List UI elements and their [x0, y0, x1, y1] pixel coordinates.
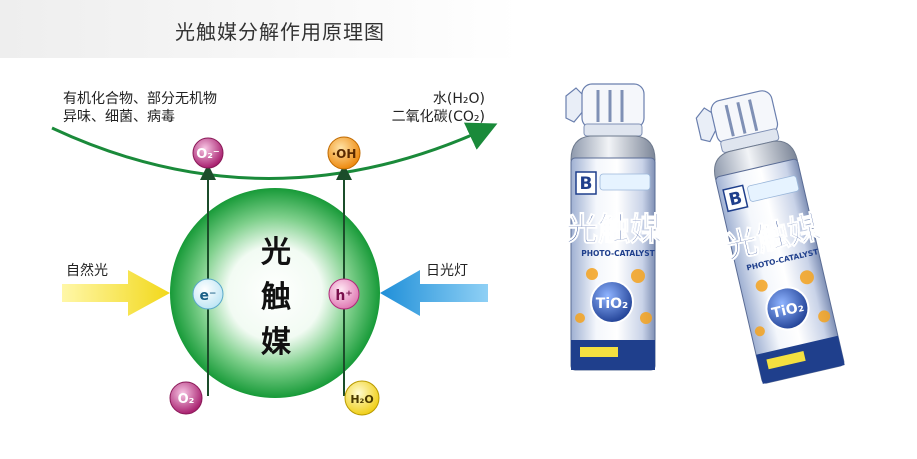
- water-label: H₂O: [350, 393, 373, 406]
- spray-can-front: B 光触媒 PHOTO-CATALYST TiO₂: [565, 83, 663, 371]
- output-co2-label: 二氧化碳(CO₂): [391, 109, 485, 125]
- oxygen-molecule: O₂: [169, 381, 203, 415]
- electron-label: e⁻: [200, 288, 217, 304]
- can2-tio2-label: TiO₂: [770, 299, 805, 322]
- fluorescent-light-label: 日光灯: [426, 263, 468, 279]
- can2-brand-letter: B: [727, 188, 744, 210]
- oxygen-label: O₂: [178, 392, 195, 407]
- superoxide-ion: O₂⁻: [192, 137, 224, 169]
- can-brand-name: 光触媒: [566, 210, 663, 248]
- can-tio2-label: TiO₂: [596, 296, 628, 312]
- title-band: [0, 0, 520, 58]
- catalyst-char-3: 媒: [261, 325, 292, 360]
- can-subtitle: PHOTO-CATALYST: [581, 249, 655, 258]
- catalyst-char-2: 触: [261, 280, 291, 315]
- reaction-flow-arrow: [51, 122, 498, 180]
- input-substances-line1: 有机化合物、部分无机物: [63, 91, 217, 107]
- fluorescent-light-arrow: [380, 270, 488, 316]
- spray-trigger-icon: [565, 87, 585, 123]
- hole-particle: h⁺: [328, 278, 360, 310]
- hydroxyl-label: ·OH: [332, 147, 357, 161]
- catalyst-sphere: [170, 188, 380, 398]
- catalyst-char-1: 光: [261, 235, 291, 270]
- hole-label: h⁺: [335, 288, 352, 304]
- diagram-title: 光触媒分解作用原理图: [175, 20, 385, 44]
- superoxide-label: O₂⁻: [196, 147, 220, 162]
- natural-light-label: 自然光: [66, 263, 108, 279]
- water-molecule: H₂O: [344, 380, 380, 416]
- spray-can-tilted: B 光触媒 PHOTO-CATALYST TiO₂: [695, 90, 845, 384]
- hydroxyl-radical: ·OH: [327, 136, 361, 170]
- natural-light-arrow: [62, 270, 170, 316]
- electron-particle: e⁻: [192, 278, 224, 310]
- output-water-label: 水(H₂O): [432, 91, 485, 107]
- can-brand-letter: B: [580, 174, 593, 194]
- input-substances-line2: 异味、细菌、病毒: [63, 109, 175, 125]
